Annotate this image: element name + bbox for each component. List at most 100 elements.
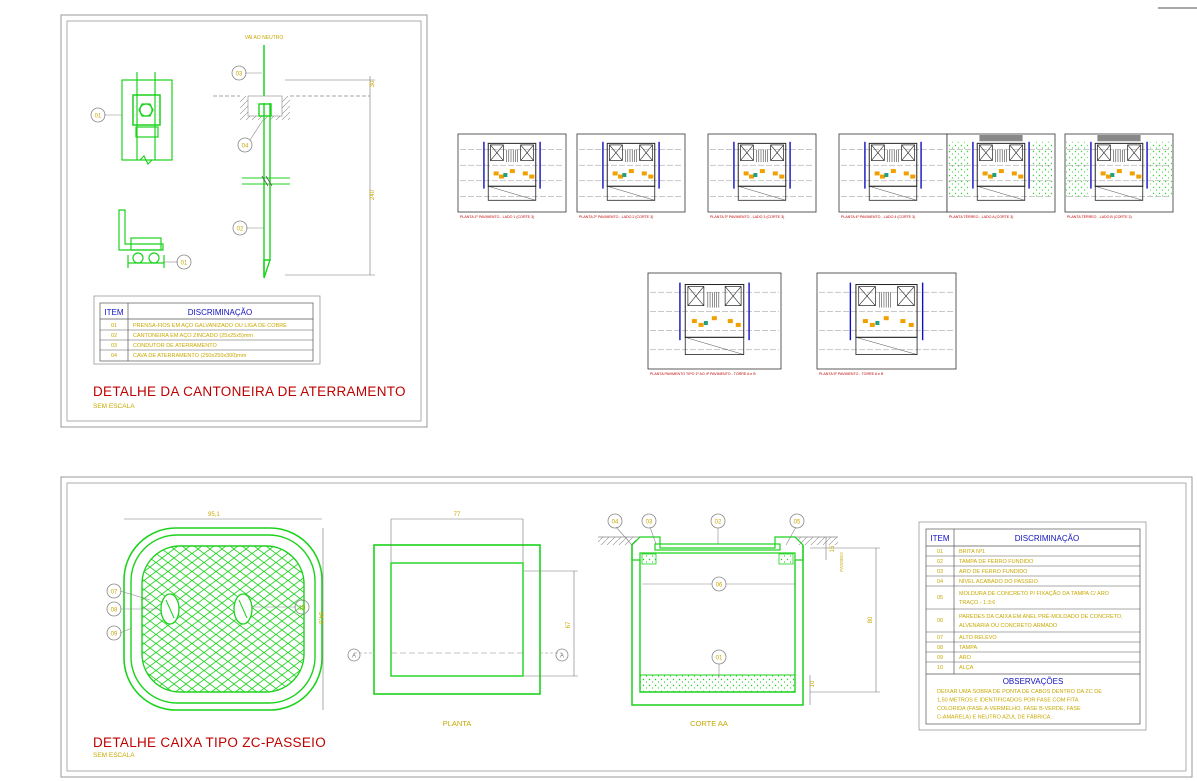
clamp-front-view bbox=[121, 72, 173, 166]
callout-09-label: 09 bbox=[111, 632, 118, 638]
caixa-row-item: 06 bbox=[937, 618, 943, 624]
callout-03 bbox=[231, 65, 247, 81]
detail-cantoneira-frame-inner bbox=[66, 20, 422, 422]
detail-caixa-panel: 95,1 84,8 07 08 09 10 A A 77 bbox=[60, 476, 1193, 778]
grounding-rod bbox=[242, 103, 290, 279]
floorplan-thumbnails: PLANTA 1º PAVIMENTO - LADO 1 (CORTE 3) PL… bbox=[457, 133, 1174, 376]
dim-lid-height: 84,8 bbox=[317, 612, 323, 624]
caixa-corte-aa bbox=[598, 536, 838, 706]
callout-09 bbox=[106, 625, 122, 641]
floorplan-thumb-caption: PLANTA TÉRREO - LADO B (CORTE 3) bbox=[1067, 214, 1132, 219]
caixa-row-desc: ALÇA bbox=[959, 665, 974, 671]
callout-07-label: 07 bbox=[111, 590, 118, 596]
dim-planta-height: 67 bbox=[566, 621, 572, 628]
caixa-row-desc: TAMPA bbox=[959, 645, 977, 651]
caixa-row-desc: ALTO RELEVO bbox=[959, 635, 997, 641]
floorplan-thumb-caption: PLANTA PAVIMENTO TIPO 1º AO 4º PAVIMENTO… bbox=[650, 372, 756, 376]
caixa-table: ITEM DISCRIMINAÇÃO 01 BRITA Nº1 02 TAMPA… bbox=[918, 521, 1147, 731]
section-mark-left bbox=[347, 648, 361, 662]
floorplan-thumb bbox=[576, 133, 686, 213]
floorplan-thumb bbox=[457, 133, 567, 213]
section-mark-left-label: A bbox=[352, 654, 356, 660]
callout-02 bbox=[232, 220, 248, 236]
callout-corte-03-label: 03 bbox=[646, 520, 653, 526]
cantoneira-table: ITEM DISCRIMINAÇÃO 01 PRENSA-FIOS EM AÇO… bbox=[93, 295, 321, 365]
callout-corte-03 bbox=[641, 513, 657, 529]
caixa-row-item: 02 bbox=[937, 559, 943, 565]
caixa-row-desc: NÍVEL ACABADO DO PASSEIO bbox=[959, 578, 1039, 585]
detail-caixa-frame-outer bbox=[60, 476, 1193, 778]
cantoneira-row-item: 02 bbox=[111, 333, 117, 339]
dim-lid-width: 95,1 bbox=[208, 512, 220, 518]
callout-02-label: 02 bbox=[237, 227, 244, 233]
callout-04 bbox=[237, 137, 253, 153]
dim-corte-bottom: 10 bbox=[810, 680, 816, 687]
floorplan-thumb-caption: PLANTA 1º PAVIMENTO - LADO 1 (CORTE 3) bbox=[460, 215, 534, 219]
floorplan-thumb-caption: PLANTA 4º PAVIMENTO - LADO 4 (CORTE 3) bbox=[841, 215, 915, 219]
section-mark-right bbox=[555, 648, 569, 662]
callout-corte-02-label: 02 bbox=[715, 520, 722, 526]
floorplan-thumb-caption: PLANTA 5º PAVIMENTO - TORRE A e B bbox=[819, 372, 884, 376]
callout-corte-05-label: 05 bbox=[794, 520, 801, 526]
label-corte-aa: CORTE AA bbox=[690, 719, 728, 728]
callout-corte-02 bbox=[710, 513, 726, 529]
dim-top-value: 30 bbox=[370, 80, 376, 87]
floorplan-thumb bbox=[707, 133, 817, 213]
caixa-row-item: 03 bbox=[937, 569, 943, 575]
caixa-row-item: 10 bbox=[937, 665, 943, 671]
cantoneira-row-item: 03 bbox=[111, 343, 117, 349]
callout-corte-04-label: 04 bbox=[612, 520, 619, 526]
caixa-table-header-item: ITEM bbox=[930, 534, 949, 543]
floorplan-thumb bbox=[838, 133, 948, 213]
cantoneira-title: DETALHE DA CANTONEIRA DE ATERRAMENTO bbox=[93, 384, 406, 399]
callout-04-label: 04 bbox=[242, 144, 249, 150]
caixa-row-desc: ARO bbox=[959, 655, 972, 661]
section-mark-right-label: A bbox=[560, 654, 564, 660]
callout-01-top-label: 01 bbox=[95, 114, 102, 120]
caixa-row-item: 04 bbox=[937, 579, 943, 585]
callout-01-bottom bbox=[176, 254, 192, 270]
callout-01-bottom-label: 01 bbox=[181, 261, 188, 267]
detail-caixa-frame-inner bbox=[66, 482, 1187, 772]
cantoneira-table-header-desc: DISCRIMINAÇÃO bbox=[188, 308, 252, 317]
caixa-table-header-desc: DISCRIMINAÇÃO bbox=[1015, 534, 1079, 543]
callout-01-top bbox=[90, 107, 106, 123]
callout-corte-05 bbox=[789, 513, 805, 529]
callout-corte-04 bbox=[607, 513, 623, 529]
callout-08 bbox=[106, 601, 122, 617]
callout-corte-06 bbox=[711, 576, 727, 592]
caixa-obs-title: OBSERVAÇÕES bbox=[1003, 677, 1064, 686]
caixa-title: DETALHE CAIXA TIPO ZC-PASSEIO bbox=[93, 735, 326, 750]
floorplan-thumb-caption: PLANTA TÉRREO - LADO A (CORTE 3) bbox=[949, 214, 1013, 219]
caixa-row-item: 08 bbox=[937, 645, 943, 651]
callout-10 bbox=[294, 599, 310, 615]
dim-corte-top: 15 bbox=[830, 545, 836, 552]
label-vai-ao-neutro: VAI AO NEUTRO bbox=[245, 35, 284, 41]
caixa-obs-text: DEIXAR UMA SOBRA DE PONTA DE CABOS DENTR… bbox=[937, 689, 1102, 721]
dim-planta-width: 77 bbox=[454, 512, 461, 518]
cantoneira-row-item: 04 bbox=[111, 353, 117, 359]
lid-top-view bbox=[123, 527, 323, 711]
dim-corte-side-label: PASSEIO bbox=[839, 552, 844, 572]
caixa-row-desc: MOLDURA DE CONCRETO P/ FIXAÇÃO DA TAMPA … bbox=[959, 590, 1110, 606]
caixa-row-desc: ARO DE FERRO FUNDIDO bbox=[959, 569, 1028, 575]
floorplan-thumb-caption: PLANTA 3º PAVIMENTO - LADO 3 (CORTE 3) bbox=[710, 215, 784, 219]
floorplan-thumb bbox=[647, 272, 782, 370]
callout-03-label: 03 bbox=[236, 72, 243, 78]
detail-cantoneira-panel: 01 01 VAI AO NEUTRO bbox=[60, 14, 428, 428]
caixa-row-item: 05 bbox=[937, 595, 943, 601]
floorplan-thumb bbox=[816, 272, 957, 370]
detail-cantoneira-frame-outer bbox=[60, 14, 428, 428]
floorplan-thumb bbox=[946, 133, 1056, 213]
callout-10-label: 10 bbox=[299, 606, 306, 612]
cantoneira-table-header-item: ITEM bbox=[104, 308, 123, 317]
cantoneira-subtitle: SEM ESCALA bbox=[93, 403, 135, 410]
cantoneira-row-desc: CONDUTOR DE ATERRAMENTO bbox=[133, 343, 217, 349]
cantoneira-row-desc: CAVA DE ATERRAMENTO (250x250x300)mm bbox=[133, 353, 247, 359]
caixa-row-desc: TAMPA DE FERRO FUNDIDO bbox=[959, 559, 1034, 565]
cantoneira-row-desc: CANTONEIRA EM AÇO ZINCADO (25x25x5)mm bbox=[133, 333, 253, 339]
callout-07 bbox=[106, 583, 122, 599]
clamp-side-view bbox=[118, 209, 165, 268]
dim-height-value: 240 bbox=[370, 189, 376, 200]
